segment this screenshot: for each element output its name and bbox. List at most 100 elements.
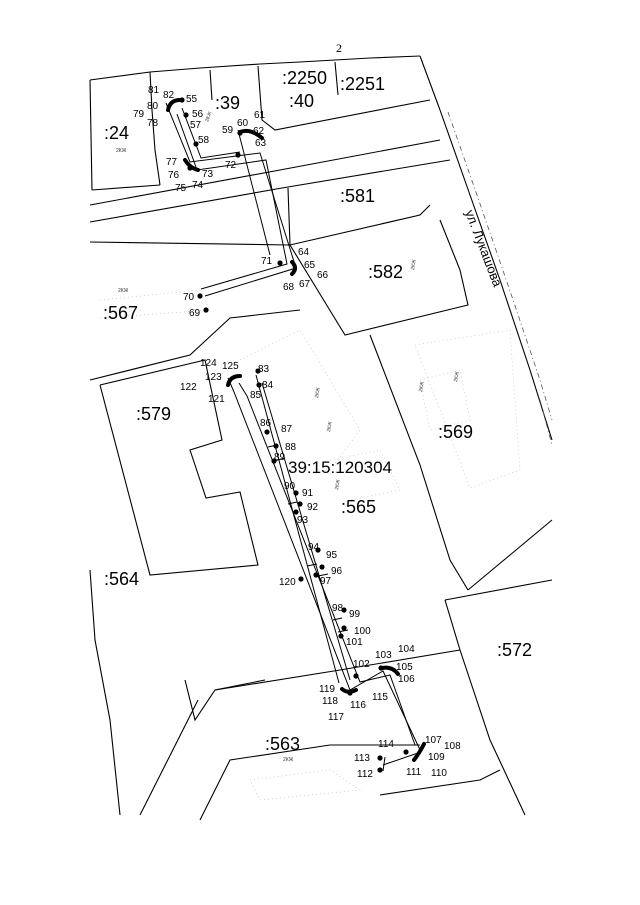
point-label: 94 xyxy=(308,542,320,553)
point-label: 59 xyxy=(222,125,234,136)
point-label: 73 xyxy=(202,169,214,180)
point-label: 80 xyxy=(147,101,159,112)
point-label: 93 xyxy=(297,515,309,526)
point-label: 119 xyxy=(319,684,335,695)
point-label: 68 xyxy=(283,282,295,293)
point-label: 124 xyxy=(200,358,217,369)
point-label: 89 xyxy=(274,452,286,463)
point-label: 115 xyxy=(372,692,388,703)
point-label: 110 xyxy=(431,768,447,779)
point-label: 97 xyxy=(320,576,332,587)
point-label: 56 xyxy=(192,109,204,120)
parcel-label: :581 xyxy=(340,186,375,206)
page-number: 2 xyxy=(336,41,342,55)
point-label: 121 xyxy=(208,394,225,405)
point-label: 104 xyxy=(398,644,415,655)
point-label: 60 xyxy=(237,118,249,129)
point-label: 66 xyxy=(317,270,329,281)
point-label: 106 xyxy=(398,674,415,685)
point-label: 90 xyxy=(284,481,296,492)
survey-points xyxy=(179,97,409,773)
parcel-label: :563 xyxy=(265,734,300,754)
quarter-label: 39:15:120304 xyxy=(288,458,392,477)
point-label: 57 xyxy=(190,120,202,131)
point-label: 85 xyxy=(250,390,262,401)
point-label: 79 xyxy=(133,109,145,120)
point-label: 91 xyxy=(302,488,314,499)
parcel-label: :2250 xyxy=(282,68,327,88)
parcel-label: :572 xyxy=(497,640,532,660)
point-label: 111 xyxy=(406,767,422,778)
point-label: 105 xyxy=(396,662,413,673)
point-label: 96 xyxy=(331,566,343,577)
point-label: 78 xyxy=(147,118,159,129)
point-label: 103 xyxy=(375,650,392,661)
point-label: 112 xyxy=(357,769,373,780)
point-label: 123 xyxy=(205,372,222,383)
point-label: 77 xyxy=(166,157,178,168)
point-label: 70 xyxy=(183,292,195,303)
point-label: 101 xyxy=(346,637,363,648)
point-label: 95 xyxy=(326,550,338,561)
point-label: 84 xyxy=(262,380,274,391)
point-label: 55 xyxy=(186,94,198,105)
point-label: 82 xyxy=(163,90,175,101)
point-label: 71 xyxy=(261,256,273,267)
parcel-label: :582 xyxy=(368,262,403,282)
point-label: 109 xyxy=(428,752,445,763)
point-label: 87 xyxy=(281,424,293,435)
parcel-label: :24 xyxy=(104,123,129,143)
point-label: 114 xyxy=(378,739,394,750)
parcel-label: :565 xyxy=(341,497,376,517)
point-label: 125 xyxy=(222,361,239,372)
route-corners xyxy=(166,98,426,762)
parcel-label: :579 xyxy=(136,404,171,424)
building-mark: 2КЖ xyxy=(283,757,294,763)
point-label: 99 xyxy=(349,609,361,620)
parcel-label: :39 xyxy=(215,93,240,113)
point-label: 74 xyxy=(192,180,204,191)
point-label: 81 xyxy=(148,85,160,96)
point-label: 108 xyxy=(444,741,461,752)
building-marks: 2КЖ 2КЖ 2КЖ 2КЖ 2КЖ 2КЖ 2КЖ 2КЖ 2КЖ 2КЖ xyxy=(116,111,461,763)
point-label: 83 xyxy=(258,364,270,375)
point-label: 76 xyxy=(168,170,180,181)
parcel-label: :567 xyxy=(103,303,138,323)
point-label: 86 xyxy=(260,418,272,429)
point-label: 67 xyxy=(299,279,311,290)
point-label: 122 xyxy=(180,382,197,393)
parcel-boundaries xyxy=(89,55,553,821)
building-mark: 2КЖ xyxy=(410,259,418,271)
point-label: 120 xyxy=(279,577,296,588)
parcel-label: :2251 xyxy=(340,74,385,94)
point-label: 75 xyxy=(175,183,187,194)
point-label: 92 xyxy=(307,502,319,513)
point-label: 118 xyxy=(322,696,338,707)
point-label: 62 xyxy=(253,126,265,137)
point-labels: 55 56 57 58 59 60 61 62 63 64 65 66 67 6… xyxy=(133,85,461,780)
point-label: 58 xyxy=(198,135,210,146)
parcel-label: :569 xyxy=(438,422,473,442)
building-mark: 2КЖ xyxy=(418,381,426,393)
parcel-label: :564 xyxy=(104,569,139,589)
network-route xyxy=(165,102,422,772)
point-label: 107 xyxy=(425,735,442,746)
point-label: 61 xyxy=(254,110,266,121)
building-mark: 2КЖ xyxy=(334,479,342,491)
building-mark: 2КЖ xyxy=(116,148,127,154)
point-label: 65 xyxy=(304,260,316,271)
point-label: 113 xyxy=(354,753,370,764)
building-mark: 2КЖ xyxy=(204,111,213,123)
point-label: 63 xyxy=(255,138,267,149)
point-label: 64 xyxy=(298,247,310,258)
point-label: 100 xyxy=(354,626,371,637)
point-label: 69 xyxy=(189,308,201,319)
building-mark: 2КЖ xyxy=(118,288,129,294)
point-label: 88 xyxy=(285,442,297,453)
parcel-labels: :2250 :40 :2251 :39 :24 :581 :582 :567 :… xyxy=(103,68,532,754)
point-label: 102 xyxy=(353,659,370,670)
building-mark: 2КЖ xyxy=(314,387,322,399)
point-label: 98 xyxy=(332,603,344,614)
parcel-label: :40 xyxy=(289,91,314,111)
